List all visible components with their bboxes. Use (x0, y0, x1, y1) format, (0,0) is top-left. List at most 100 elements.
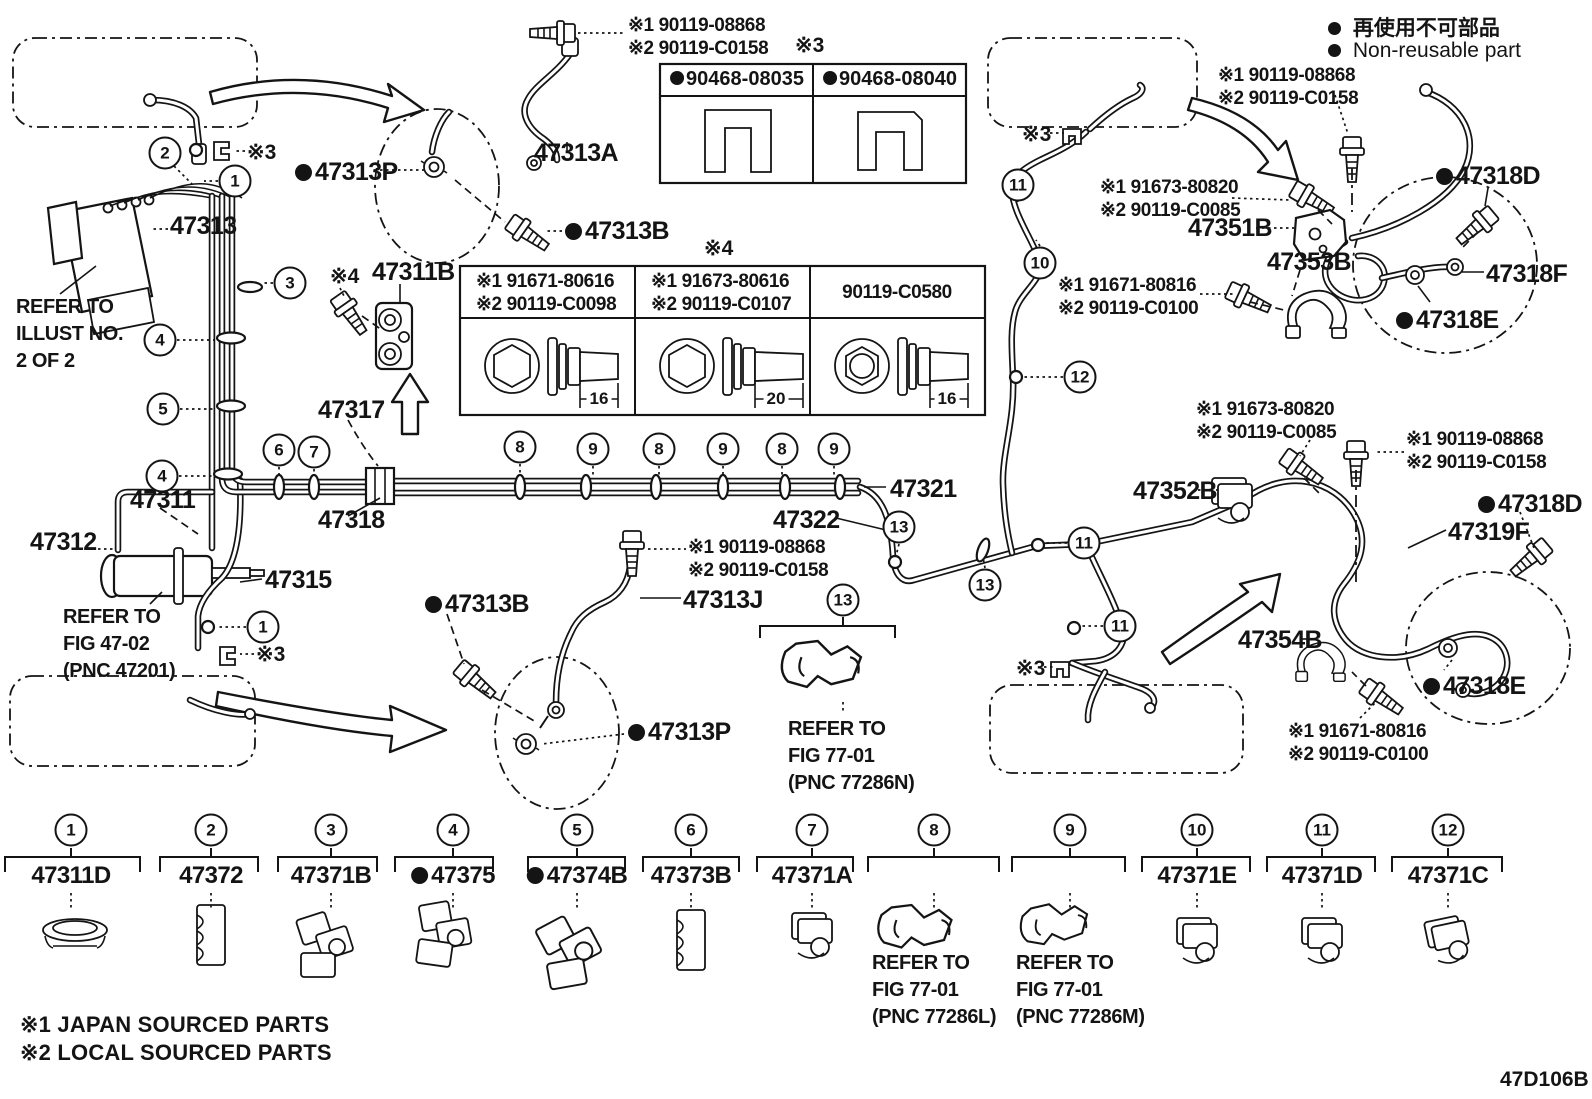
non-reusable-dot-icon (411, 867, 429, 884)
non-reusable-dot-icon (1328, 22, 1341, 35)
legend-en-text: Non-reusable part (1352, 39, 1521, 62)
part-label: 47313 (170, 212, 237, 240)
bottom-callout-number: 3 (314, 813, 348, 847)
part-label: 47318D (1436, 162, 1541, 191)
fastener-note: ※1 90119-08868※2 90119-C0158 (628, 15, 769, 59)
non-reusable-dot-icon (628, 724, 645, 741)
fastener-note: ※1 91671-80816※2 90119-C0100 (1058, 275, 1199, 319)
bottom-group-bracket (756, 848, 854, 872)
star-symbol-note: ※3 (247, 141, 277, 164)
part-label: 47351B (1188, 214, 1273, 242)
non-reusable-dot-icon (1478, 496, 1495, 513)
callout-number: 4 (143, 323, 177, 357)
part-label: 47313B (425, 590, 530, 619)
bolt-table-col2-header: ※1 91673-80616 ※2 90119-C0107 (651, 271, 792, 315)
star-symbol-note: ※4 (704, 237, 734, 260)
callout-number: 6 (262, 433, 296, 467)
bolt-length-dim: 20 (763, 389, 789, 409)
callout-number: 12 (1063, 360, 1097, 394)
callout-number: 1 (246, 610, 280, 644)
bottom-callout-number: 12 (1431, 813, 1465, 847)
callout-number: 9 (706, 432, 740, 466)
fastener-note: ※1 91671-80816※2 90119-C0100 (1288, 721, 1429, 765)
callout-number: 11 (1103, 609, 1137, 643)
star-symbol-note: ※3 (1022, 123, 1052, 146)
part-label: 47312 (30, 528, 97, 556)
bottom-callout-number: 9 (1053, 813, 1087, 847)
part-label: 47318E (1423, 672, 1526, 701)
callout-number: 1 (218, 164, 252, 198)
figure-code: 47D106B (1500, 1068, 1589, 1091)
fastener-note: ※1 90119-08868※2 90119-C0158 (1218, 65, 1359, 109)
part-label: 47318D (1478, 490, 1583, 519)
bottom-group-bracket (394, 848, 494, 872)
legend-nonreusable-jp: 再使用不可部品 (1328, 12, 1500, 42)
bottom-part-label: 47375 (411, 862, 495, 890)
bottom-callout-number: 10 (1180, 813, 1214, 847)
bolt-table-col1-header: ※1 91671-80616 ※2 90119-C0098 (476, 271, 617, 315)
part-label: 47313J (683, 586, 763, 614)
callout-number: 7 (297, 435, 331, 469)
bolt-table-col3-header: 90119-C0580 (842, 282, 952, 303)
part-label: 47319F (1448, 518, 1530, 546)
bottom-callout-number: 1 (54, 813, 88, 847)
non-reusable-dot-icon (1436, 168, 1453, 185)
star-symbol-note: ※3 (795, 34, 825, 57)
part-label: 47352B (1133, 477, 1218, 505)
callout-number: 2 (148, 136, 182, 170)
star-symbol-note: ※3 (1016, 657, 1046, 680)
bottom-part-label: 47371A (771, 862, 853, 889)
non-reusable-dot-icon (526, 867, 544, 884)
callout-number: 4 (145, 459, 179, 493)
callout-number: 10 (1023, 246, 1057, 280)
callout-number: 5 (146, 392, 180, 426)
part-label: 47317 (318, 396, 385, 424)
callout-number: 13 (826, 583, 860, 617)
part-label: 47354B (1238, 626, 1323, 654)
bottom-callout-number: 4 (436, 813, 470, 847)
callout-number: 8 (503, 430, 537, 464)
bottom-part-label: 47373B (650, 862, 732, 889)
part-label: 47313P (295, 158, 398, 187)
bottom-callout-number: 6 (674, 813, 708, 847)
bottom-group-bracket (1266, 848, 1376, 872)
non-reusable-dot-icon (1423, 678, 1440, 695)
bottom-group-bracket (1011, 848, 1126, 872)
part-label: 47318F (1486, 260, 1568, 288)
callout-number: 13 (968, 568, 1002, 602)
footnote-local-sourced: ※2 LOCAL SOURCED PARTS (20, 1040, 332, 1065)
callout-number: 11 (1001, 168, 1035, 202)
fastener-note: ※1 91673-80820※2 90119-C0085 (1100, 177, 1241, 221)
bottom-group-bracket (1391, 848, 1503, 872)
bottom-part-label: 47311D (31, 862, 111, 889)
bottom-part-label: 47371D (1281, 862, 1363, 889)
fastener-note: ※1 90119-08868※2 90119-C0158 (1406, 429, 1547, 473)
callout-number: 9 (817, 432, 851, 466)
non-reusable-dot-icon (295, 164, 312, 181)
fastener-note: ※1 91673-80820※2 90119-C0085 (1196, 399, 1337, 443)
bottom-part-label: 47374B (526, 862, 628, 890)
part-label: 47318 (318, 506, 385, 534)
bolt-length-dim: 16 (586, 389, 612, 409)
part-label: 47313P (628, 718, 731, 747)
non-reusable-dot-icon (1328, 44, 1341, 57)
bottom-callout-number: 7 (795, 813, 829, 847)
non-reusable-dot-icon (670, 71, 685, 85)
part-label: 47322 (773, 506, 840, 534)
bottom-group-bracket (277, 848, 378, 872)
bottom-callout-number: 11 (1305, 813, 1339, 847)
bottom-group-bracket (527, 848, 626, 872)
bottom-group-bracket (159, 848, 259, 872)
bottom-part-label: 47371C (1407, 862, 1489, 889)
callout-number: 13 (882, 510, 916, 544)
star-symbol-note: ※3 (256, 643, 286, 666)
callout-number: 8 (642, 432, 676, 466)
non-reusable-dot-icon (1396, 312, 1413, 329)
callout-number: 3 (273, 266, 307, 300)
legend-nonreusable-en: Non-reusable part (1328, 39, 1521, 63)
